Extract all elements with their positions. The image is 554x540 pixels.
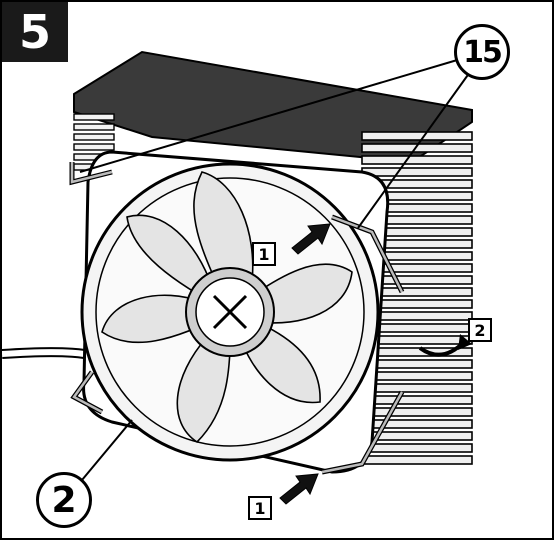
- leader-line-2: [81, 419, 133, 481]
- leader-line-15a: [79, 57, 465, 173]
- push-arrow-bottom: [279, 473, 319, 505]
- hub-logo: [212, 294, 248, 330]
- part-callout-2: 2: [36, 472, 92, 528]
- push-arrow-top: [291, 223, 331, 255]
- step-marker-2: 2: [468, 318, 492, 342]
- step-number-badge: 5: [2, 2, 68, 62]
- step-marker-1-top: 1: [252, 242, 276, 266]
- leader-line-15b: [357, 71, 471, 229]
- step-marker-1-bottom: 1: [248, 496, 272, 520]
- part-callout-15: 15: [454, 24, 510, 80]
